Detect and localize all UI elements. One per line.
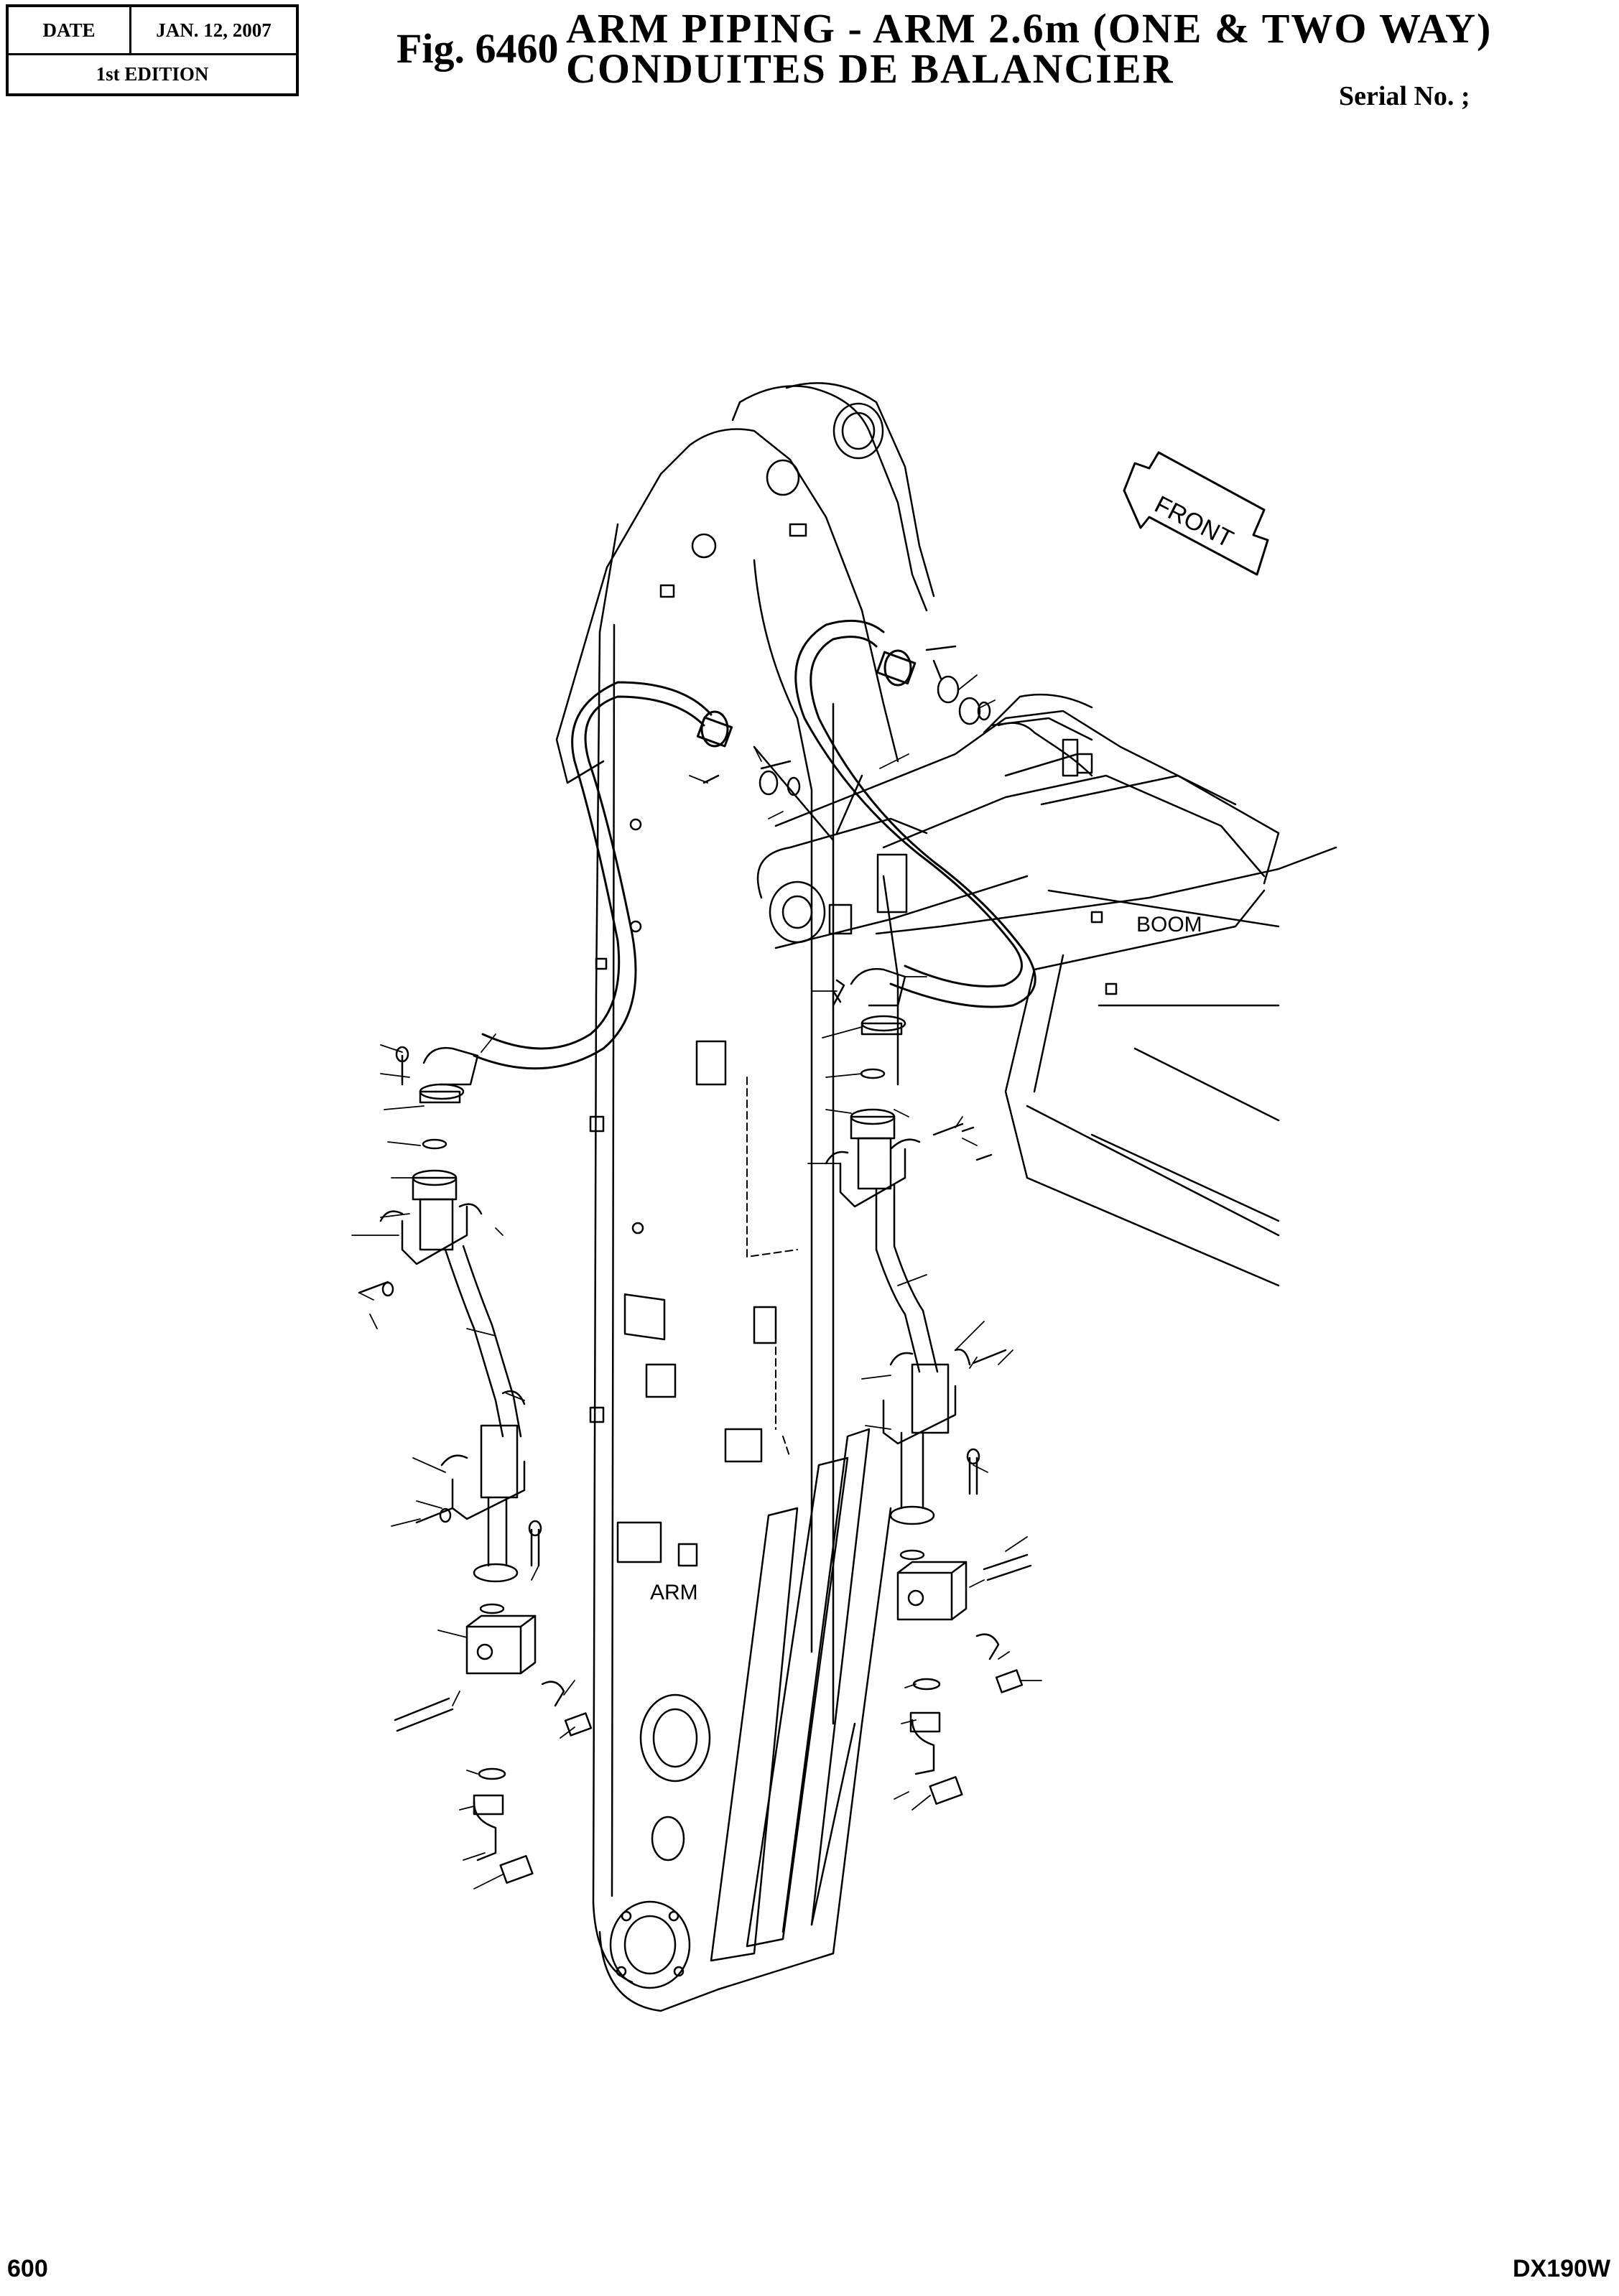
- top-fittings: [702, 645, 1093, 796]
- date-value: JAN. 12, 2007: [156, 19, 272, 41]
- arm-label: ARM: [650, 1581, 698, 1604]
- front-direction-arrow: FRONT: [1123, 451, 1269, 576]
- title-english: ARM PIPING - ARM 2.6m (ONE & TWO WAY): [566, 5, 1493, 52]
- arm-structure: [555, 382, 935, 2012]
- hose-right: [794, 619, 1036, 1008]
- date-row: DATE JAN. 12, 2007: [9, 7, 296, 55]
- pipe-assembly-right: [825, 967, 1032, 1805]
- boom-structure: BOOM: [756, 693, 1337, 1287]
- front-label: FRONT: [1150, 491, 1238, 553]
- callout-leaders: [351, 674, 1042, 1890]
- edition-label: 1st EDITION: [96, 62, 209, 85]
- title-french: CONDUITES DE BALANCIER: [566, 45, 1174, 92]
- figure-number: Fig. 6460: [396, 25, 559, 72]
- pipe-assembly-left: [358, 1046, 593, 1884]
- hose-left: [473, 681, 733, 1070]
- edition-row: 1st EDITION: [9, 53, 296, 95]
- dashed-leaders: [746, 1077, 798, 1459]
- boom-label: BOOM: [1136, 913, 1202, 936]
- page-number: 600: [7, 2255, 48, 2282]
- serial-number-label: Serial No. ;: [1339, 81, 1470, 111]
- date-label: DATE: [9, 7, 131, 53]
- date-edition-box: DATE JAN. 12, 2007 1st EDITION: [6, 4, 299, 96]
- model-number: DX190W: [1513, 2255, 1611, 2282]
